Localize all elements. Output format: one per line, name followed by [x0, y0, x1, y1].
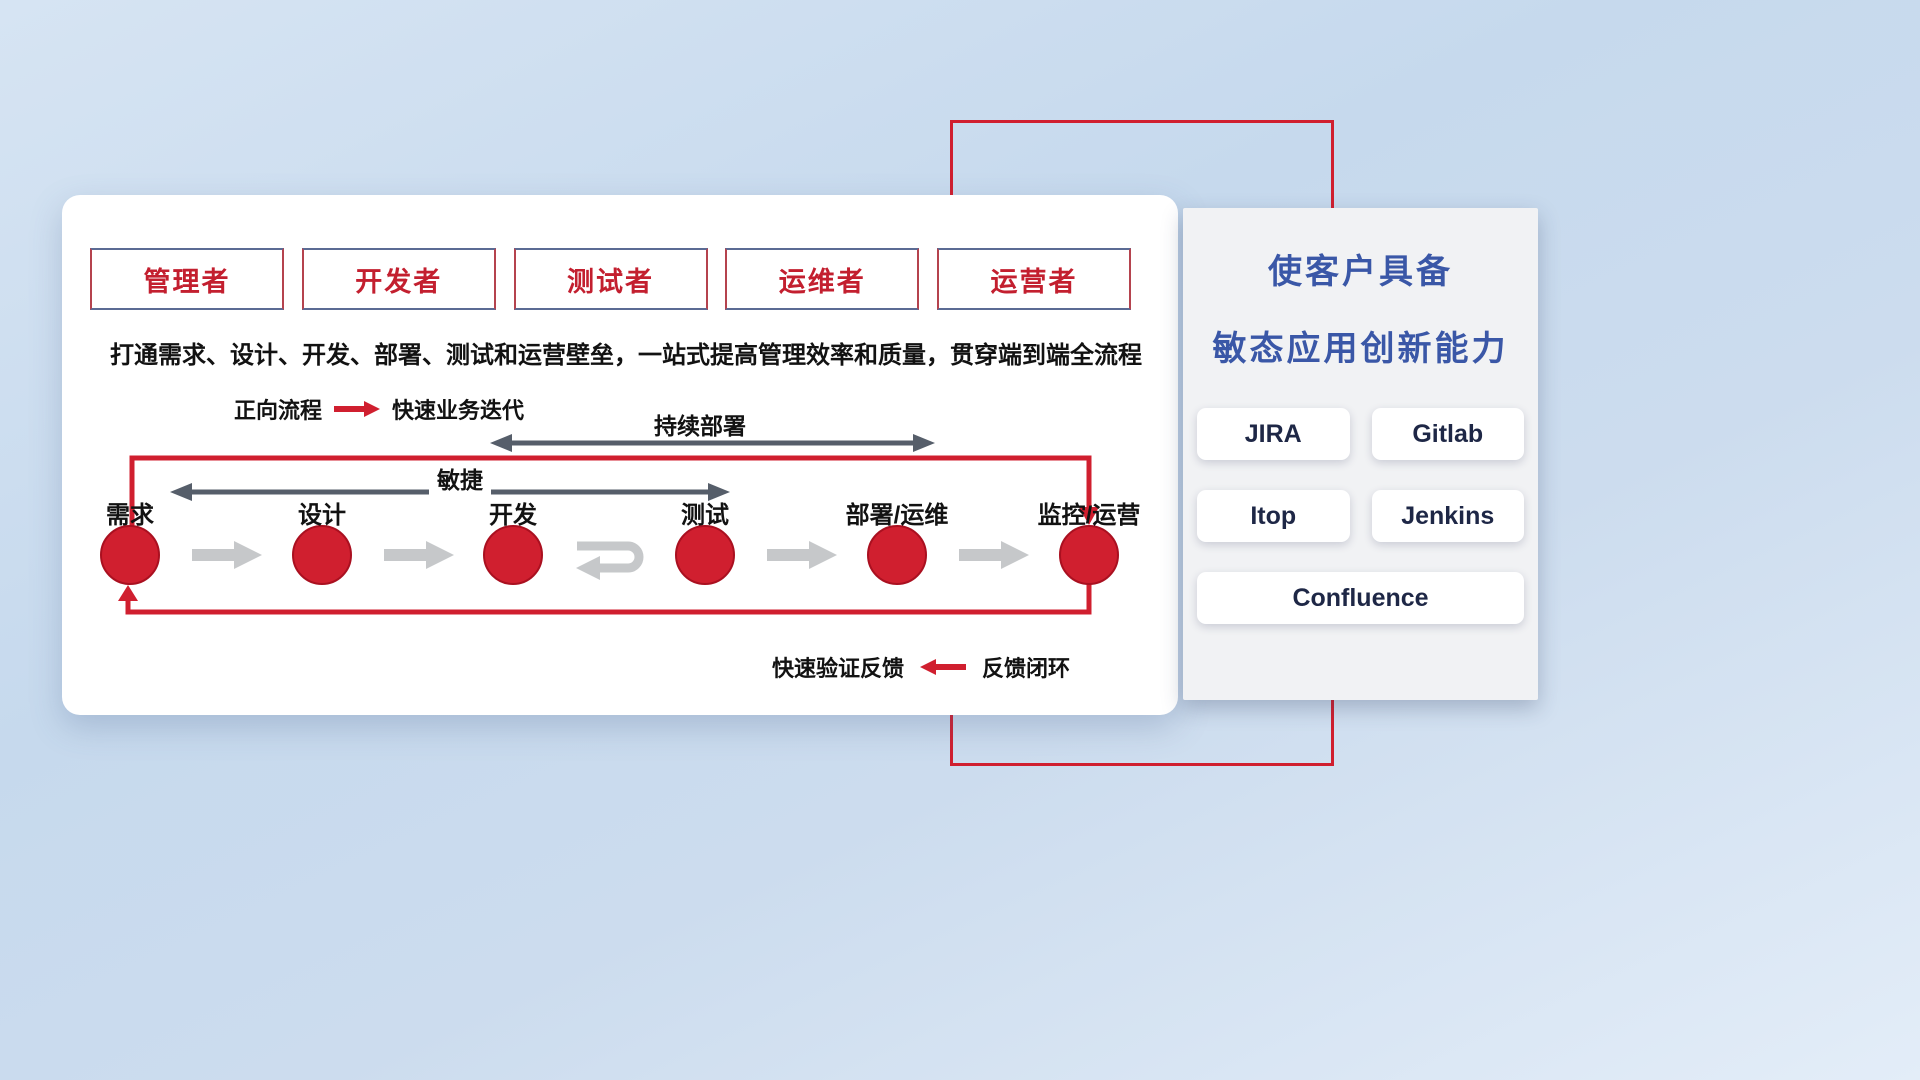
flow-node-requirements: [100, 525, 160, 585]
red-right-arrow-icon: [334, 401, 381, 417]
arrow-head-right-icon: [708, 483, 730, 501]
role-box-operator: 运营者: [937, 248, 1131, 310]
legend-feedback-desc: 快速验证反馈: [772, 656, 905, 681]
flow-node-development: [483, 525, 543, 585]
flow-node-design: [292, 525, 352, 585]
continuous-deploy-label: 持续部署: [654, 413, 746, 439]
tool-itop: Itop: [1197, 490, 1350, 542]
legend-feedback: 快速验证反馈 反馈闭环: [772, 651, 1070, 683]
tool-jenkins: Jenkins: [1371, 490, 1524, 542]
role-label: 管理者: [143, 266, 231, 297]
panel-title-line2: 敏态应用创新能力: [1212, 330, 1509, 368]
role-label: 测试者: [567, 266, 654, 297]
step-label-deploy-ops: 部署/运维: [845, 502, 949, 529]
legend-feedback-label: 反馈闭环: [982, 656, 1071, 681]
flow-node-testing: [675, 525, 735, 585]
tool-gitlab: Gitlab: [1371, 408, 1524, 460]
arrow-head-left-icon: [170, 483, 192, 501]
role-box-developer: 开发者: [301, 248, 496, 310]
flow-node-monitor-operate: [1059, 525, 1119, 585]
feedback-loop-path: [125, 583, 1092, 615]
roles-row: 管理者 开发者 测试者 运维者 运营者: [90, 248, 1131, 310]
agile-label: 敏捷: [429, 461, 491, 495]
legend-forward: 正向流程 快速业务迭代: [234, 393, 524, 425]
tool-jira: JIRA: [1197, 408, 1350, 460]
arrow-head-right-icon: [913, 434, 935, 452]
step-label-monitor-operate: 监控/运营: [1037, 502, 1141, 529]
legend-forward-label: 正向流程: [234, 398, 323, 423]
role-label: 开发者: [355, 266, 443, 297]
u-turn-arrowhead-icon: [576, 556, 600, 580]
right-panel: 使客户具备 敏态应用创新能力 JIRA Gitlab Itop Jenkins …: [1183, 208, 1538, 700]
feedback-loop-arrowhead-icon: [118, 585, 138, 601]
card-subtitle: 打通需求、设计、开发、部署、测试和运营壁垒，一站式提高管理效率和质量，贯穿端到端…: [110, 342, 1142, 369]
panel-title-line1: 使客户具备: [1268, 253, 1453, 291]
step-label-requirements: 需求: [106, 502, 154, 529]
step-arrow-icon: [192, 541, 262, 569]
step-label-design: 设计: [298, 502, 346, 529]
arrow-head-left-icon: [490, 434, 512, 452]
step-label-testing: 测试: [681, 502, 729, 529]
u-turn-arrow-icon: [577, 541, 644, 573]
role-box-manager: 管理者: [90, 248, 284, 310]
step-arrow-icon: [384, 541, 454, 569]
tool-confluence: Confluence: [1197, 572, 1524, 624]
role-box-tester: 测试者: [513, 248, 708, 310]
flow-node-deploy-ops: [867, 525, 927, 585]
step-label-development: 开发: [489, 502, 537, 529]
flow-diagram: [100, 434, 1119, 615]
step-arrow-icon: [767, 541, 837, 569]
legend-forward-desc: 快速业务迭代: [392, 398, 525, 423]
forward-loop-path: [129, 455, 1092, 527]
step-arrow-icon: [959, 541, 1029, 569]
tools-grid: JIRA Gitlab Itop Jenkins Confluence: [1197, 408, 1524, 624]
role-label: 运营者: [990, 266, 1078, 297]
role-label: 运维者: [778, 266, 866, 297]
red-left-arrow-icon: [920, 659, 967, 675]
role-box-ops: 运维者: [725, 248, 920, 310]
panel-title: 使客户具备 敏态应用创新能力: [1183, 244, 1538, 370]
devops-flow-card: 管理者 开发者 测试者 运维者 运营者 打通需求、设计、开发、部署、测试和运营壁…: [62, 195, 1178, 715]
forward-loop-arrowhead-icon: [1079, 507, 1099, 525]
